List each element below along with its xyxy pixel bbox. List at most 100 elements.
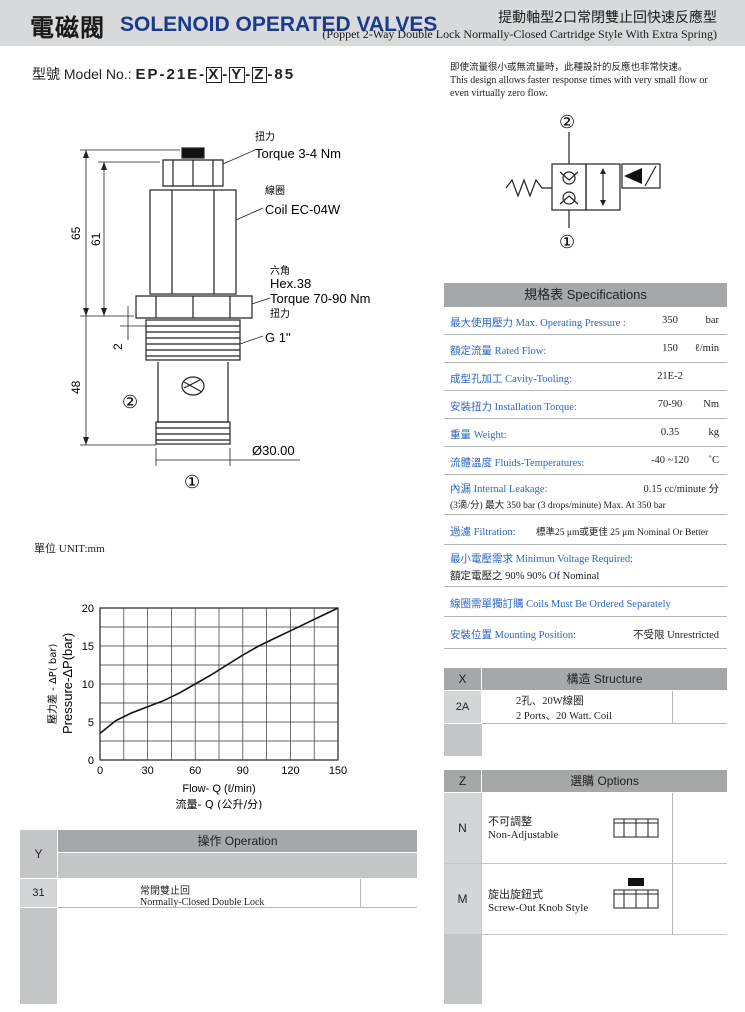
design-note: 即使流量很小或無流量時，此種設計的反應也非常快速。 This design al… [450, 61, 730, 100]
spec-row: 流體溫度 Fluids-Temperatures:-40 ~120˚C [444, 447, 727, 475]
symbol-port-1: ① [559, 232, 575, 252]
coil-label: Coil EC-04W [265, 202, 341, 217]
spec-filter-label: 過濾 Filtration: [450, 527, 516, 538]
knob [181, 147, 205, 159]
spec-row: 成型孔加工 Cavity-Tooling:21E-2 [444, 363, 727, 391]
spec-mount-value: 不受限 Unrestricted [632, 630, 719, 641]
structure-table: X 構造 Structure 2A 2孔、20W線圈 2 Ports、20 Wa… [444, 668, 727, 756]
header-title-en: SOLENOID OPERATED VALVES [120, 13, 438, 36]
hex-zh-label: 六角 [270, 265, 290, 277]
chart-grid [99, 607, 339, 761]
options-col-z: Z [444, 770, 481, 792]
spec-value: 150 [662, 343, 678, 354]
pressure-curve [99, 607, 339, 735]
dimension-48: 48 [69, 380, 83, 394]
valve-cross-section-drawing: 扭力 Torque 3-4 Nm 線圈 Coil EC-04W 六角 Hex.3… [69, 130, 370, 493]
x-tick-label: 60 [189, 765, 201, 777]
y-tick-label: 0 [88, 755, 94, 767]
spec-row-coil-note: 線圈需單獨訂購 Coils Must Be Ordered Separately [444, 587, 727, 617]
model-z-box: Z [252, 66, 268, 83]
valve-box-right [585, 163, 621, 211]
operation-code: 31 [20, 879, 57, 907]
side-port [181, 376, 205, 396]
operation-desc-zh: 常閉雙止回 [140, 886, 190, 897]
operation-row-divider [58, 907, 417, 908]
x-tick-label: 30 [141, 765, 153, 777]
y-axis-label-en: Pressure-ΔP(bar) [60, 633, 75, 734]
dimension-2: 2 [111, 343, 125, 350]
operation-col-y: Y [20, 830, 57, 878]
operation-table: Y 操作 Operation 31 常閉雙止回 Normally-Closed … [20, 830, 417, 1004]
option-code-m: M [444, 864, 481, 934]
structure-divider [482, 723, 727, 724]
model-prefix: EP-21E- [135, 66, 207, 83]
spec-row-leakage: 內漏 Internal Leakage: 0.15 cc/minute 分 (3… [444, 475, 727, 515]
spec-row-filtration: 過濾 Filtration: 標準25 μm或更佳 25 μm Nominal … [444, 515, 727, 545]
option-code-n: N [444, 793, 481, 863]
port-2-label: ② [122, 392, 138, 413]
hex-label: Hex.38 [270, 276, 311, 291]
torque2-label: Torque 70-90 Nm [270, 291, 370, 306]
option-n-extra [672, 793, 727, 863]
spec-title: 規格表 Specifications [444, 283, 727, 307]
spec-leak-value: 0.15 cc/minute 分 [643, 484, 719, 495]
structure-desc-en: 2 Ports、20 Watt. Coil [516, 711, 612, 722]
spec-mount-label: 安裝位置 Mounting Position: [450, 630, 577, 641]
spec-row-voltage: 最小電壓需求 Minimun Voltage Required: 額定電壓之 9… [444, 545, 727, 587]
spec-value: 0.35 [660, 427, 680, 438]
coil-zh-label: 線圈 [265, 184, 285, 197]
header-subtitle-en: (Poppet 2-Way Double Lock Normally-Close… [322, 27, 717, 41]
spec-unit: kg [708, 427, 720, 438]
operation-subheader [58, 853, 417, 878]
dimension-61: 61 [89, 232, 103, 246]
symbol-port-2: ② [559, 112, 575, 133]
spec-voltage-value: 額定電壓之 90% 90% Of Nominal [450, 571, 600, 582]
spec-unit: Nm [703, 399, 719, 410]
structure-empty-desc [482, 724, 727, 756]
options-empty-row [482, 935, 727, 1004]
torque1-label: Torque 3-4 Nm [255, 146, 341, 161]
note-en-2: even virtually zero flow. [450, 88, 548, 99]
lower-body [157, 362, 229, 423]
torque1-zh-label: 扭力 [255, 130, 275, 143]
structure-option-cell [672, 691, 727, 723]
solenoid-arrow [624, 168, 642, 184]
non-adjustable-nut-icon [613, 818, 659, 838]
spec-unit: ℓ/min [694, 343, 719, 354]
operation-empty-code [20, 908, 57, 1004]
bottom-section [155, 421, 231, 445]
header-subtitle-zh: 提動軸型2口常閉雙止回快速反應型 [498, 10, 717, 26]
options-title: 選購 Options [482, 770, 727, 792]
structure-desc-zh: 2孔、20W線圈 [516, 696, 584, 707]
x-tick-label: 0 [97, 765, 103, 777]
option-m-desc: 旋出旋鈕式 Screw-Out Knob Style [482, 864, 672, 934]
spring-symbol [505, 178, 552, 198]
note-zh: 即使流量很小或無流量時，此種設計的反應也非常快速。 [450, 62, 688, 73]
solenoid-box [621, 163, 661, 189]
structure-desc: 2孔、20W線圈 2 Ports、20 Watt. Coil [516, 693, 676, 723]
model-number: 型號 Model No.: EP-21E-X-Y-Z-85 [32, 64, 295, 84]
unit-label: 單位 UNIT:mm [34, 543, 105, 555]
note-en-1: This design allows faster response times… [450, 75, 708, 86]
dimension-65: 65 [69, 226, 83, 240]
spec-value: -40 ~120 [650, 455, 690, 466]
options-table: Z 選購 Options N 不可調整 Non-Adjustable M 旋出旋… [444, 770, 727, 1004]
spec-label: 成型孔加工 Cavity-Tooling: [450, 374, 573, 385]
x-tick-label: 150 [329, 765, 347, 777]
y-axis-label-zh: 壓力差 - ΔP( bar) [46, 643, 59, 724]
y-tick-label: 10 [82, 679, 94, 691]
torque2-zh-label: 扭力 [270, 307, 290, 320]
spec-coil-note: 線圈需單獨訂購 Coils Must Be Ordered Separately [450, 599, 671, 610]
x-axis-label-zh: 流量- Q (公升/分) [176, 797, 263, 811]
spec-leak-label: 內漏 Internal Leakage: [450, 484, 548, 495]
y-tick-label: 5 [88, 717, 94, 729]
model-suffix: -85 [267, 66, 296, 83]
option-n-desc: 不可調整 Non-Adjustable [482, 793, 672, 863]
model-dash-1: - [222, 66, 230, 83]
spec-voltage-label: 最小電壓需求 Minimun Voltage Required: [450, 554, 634, 565]
